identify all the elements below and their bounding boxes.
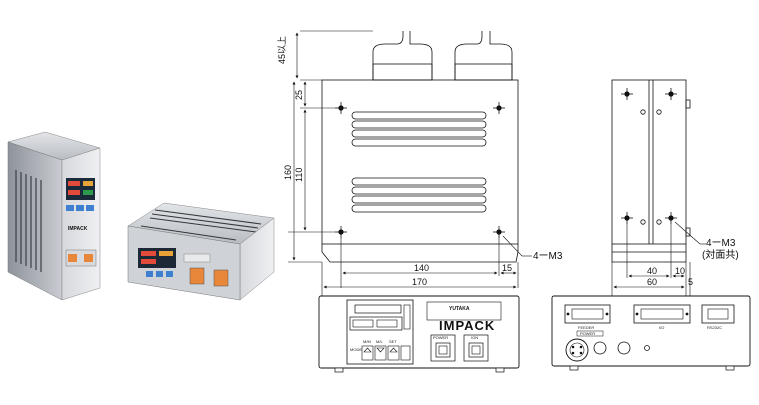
callout-side-screw: 4ーM3 <box>706 238 736 249</box>
mode-label: MODE <box>350 347 362 352</box>
rear-feeder-label: FEEDER <box>578 325 594 330</box>
dim-height-inner: 110 <box>294 168 304 182</box>
front-product-logo: IMPACK <box>439 318 495 333</box>
key-label-3: SET <box>389 339 397 344</box>
dim-side-depth-total: 60 <box>647 277 657 287</box>
rear-panel-view: FEEDER I/O RS232C POWER <box>551 295 751 371</box>
side-screw-holes <box>621 88 677 224</box>
dim-width-holes: 140 <box>414 263 429 273</box>
dim-offset-right: 15 <box>502 263 512 273</box>
dim-side-depth-holes: 40 <box>647 266 657 276</box>
photo-unit-horizontal <box>127 202 275 301</box>
side-elevation <box>611 79 691 263</box>
front-brand: YUTAKA <box>449 306 470 312</box>
dim-depth-upper: 25 <box>294 90 304 100</box>
photo-logo: IMPACK <box>68 226 88 232</box>
dim-side-back-offset: 5 <box>688 277 693 287</box>
rear-rs232c-label: RS232C <box>707 325 722 330</box>
front-screw-holes <box>335 102 505 238</box>
dim-width-total: 170 <box>412 277 427 287</box>
front-ion-label: ION <box>471 335 478 340</box>
callout-front-screw: 4ーM3 <box>533 251 563 262</box>
key-label-1: M/M <box>363 339 371 344</box>
side-dimension-lines <box>611 221 706 296</box>
photo-unit-vertical: IMPACK <box>7 131 101 301</box>
callout-side-note: (対面共) <box>702 248 739 261</box>
dim-side-offset: 10 <box>675 266 685 276</box>
front-panel-view: MODE M/M M/L SET YUTAKA IMPACK POWER ION <box>318 295 520 373</box>
rear-power-label: POWER <box>580 331 595 336</box>
front-dimension-lines <box>288 30 532 296</box>
front-elevation <box>321 31 519 263</box>
rear-io-label: I/O <box>659 325 664 330</box>
dim-clearance-top: 45以上 <box>277 36 287 64</box>
dim-height-outer: 160 <box>283 165 293 180</box>
front-keypad <box>361 345 411 361</box>
front-power-label: POWER <box>433 335 448 340</box>
key-label-2: M/L <box>376 339 383 344</box>
